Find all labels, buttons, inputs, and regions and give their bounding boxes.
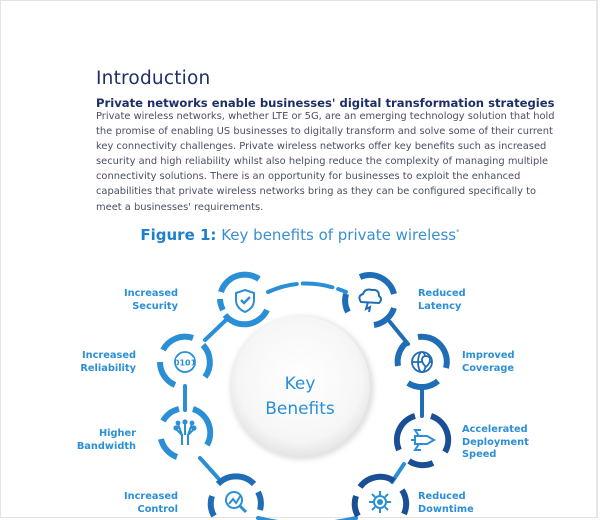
benefit-label-deployment: Accelerated Deployment Speed bbox=[462, 424, 552, 462]
paragraph-line: connectivity solutions. There is an oppo… bbox=[96, 171, 521, 183]
ring-coverage bbox=[394, 333, 450, 391]
label-line: Higher bbox=[98, 428, 136, 439]
cloud-lightning-icon bbox=[358, 288, 382, 313]
label-line: Control bbox=[137, 503, 179, 515]
benefit-label-coverage: Improved Coverage bbox=[462, 350, 552, 375]
label-line: Improved bbox=[462, 350, 515, 361]
globe-location-icon bbox=[411, 351, 433, 373]
section-title: Introduction bbox=[96, 68, 211, 89]
ring-reliability bbox=[156, 333, 213, 388]
label-line: Increased bbox=[123, 288, 178, 299]
label-line: Security bbox=[132, 300, 178, 312]
paragraph-line: capabilities that private wireless netwo… bbox=[96, 186, 537, 198]
ring-downtime bbox=[351, 473, 410, 518]
center-label: Key Benefits bbox=[230, 372, 370, 422]
label-line: Reduced bbox=[418, 491, 466, 502]
center-circle bbox=[230, 316, 374, 460]
gear-cog-icon bbox=[369, 491, 391, 513]
label-line: Downtime bbox=[418, 503, 474, 515]
center-label-line: Key bbox=[284, 374, 316, 394]
benefit-label-reliability: Increased Reliability bbox=[58, 350, 136, 375]
label-line: Speed bbox=[462, 449, 497, 460]
ring-latency bbox=[342, 272, 397, 328]
paragraph-line: Private wireless networks, whether LTE o… bbox=[96, 111, 555, 122]
paragraph-line: security and high reliability whilst als… bbox=[96, 156, 549, 168]
label-line: Bandwidth bbox=[76, 440, 136, 452]
circuit-rocket-icon bbox=[411, 429, 437, 451]
figure-title-text: Key benefits of private wireless bbox=[221, 226, 457, 244]
center-label-line: Benefits bbox=[265, 399, 335, 419]
ring-control bbox=[207, 473, 264, 518]
label-line: Reliability bbox=[80, 362, 136, 374]
circuit-tree-icon bbox=[173, 419, 197, 445]
footnote-marker: * bbox=[456, 228, 460, 236]
benefit-label-latency: Reduced Latency bbox=[418, 288, 508, 313]
benefit-label-control: Increased Control bbox=[100, 491, 178, 516]
subheading: Private networks enable businesses' digi… bbox=[96, 96, 555, 110]
figure-number: Figure 1: bbox=[140, 226, 217, 244]
label-line: Latency bbox=[418, 300, 462, 312]
label-line: Coverage bbox=[462, 362, 515, 374]
benefit-label-downtime: Reduced Downtime bbox=[418, 491, 508, 516]
paragraph-line: the promise of enabling US businesses to… bbox=[96, 126, 553, 138]
shield-check-icon bbox=[235, 288, 255, 314]
label-line: Reduced bbox=[418, 288, 466, 299]
svg-text:0101: 0101 bbox=[174, 359, 197, 368]
paragraph-line: key connectivity challenges. Private wir… bbox=[96, 141, 547, 153]
magnifier-chart-icon bbox=[225, 491, 248, 514]
figure-caption: Figure 1: Key benefits of private wirele… bbox=[0, 226, 600, 244]
intro-paragraph: Private wireless networks, whether LTE o… bbox=[96, 109, 555, 215]
ring-deployment bbox=[393, 413, 452, 469]
ring-bandwidth bbox=[158, 406, 214, 460]
label-line: Accelerated bbox=[462, 424, 528, 435]
ring-security bbox=[217, 271, 270, 328]
label-line: Increased bbox=[123, 491, 178, 502]
paragraph-line: meet a businesses' requirements. bbox=[96, 201, 264, 213]
benefit-label-bandwidth: Higher Bandwidth bbox=[58, 428, 136, 453]
label-line: Deployment bbox=[462, 436, 529, 448]
benefit-label-security: Increased Security bbox=[100, 288, 178, 313]
binary-globe-icon: 0101 bbox=[174, 351, 197, 373]
label-line: Increased bbox=[81, 350, 136, 361]
